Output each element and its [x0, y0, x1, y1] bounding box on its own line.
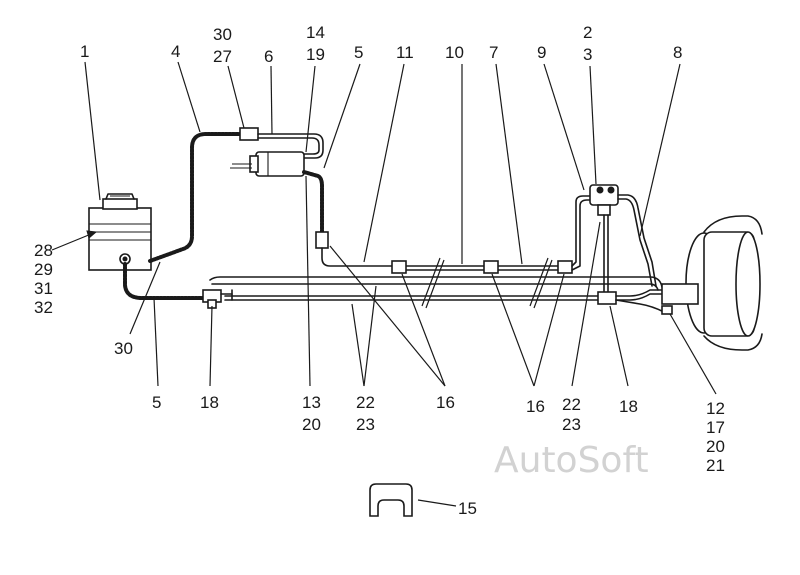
label-18-right: 18 — [619, 397, 638, 416]
label-3: 3 — [583, 45, 592, 64]
hose-4 — [148, 132, 242, 263]
label-28: 28 — [34, 241, 53, 260]
label-5-top: 5 — [354, 43, 363, 62]
master-cylinder — [230, 151, 305, 177]
label-1: 1 — [80, 42, 89, 61]
clip-16-b — [483, 260, 499, 274]
pressure-regulator — [571, 184, 657, 297]
label-21: 21 — [706, 456, 725, 475]
label-23-left: 23 — [356, 415, 375, 434]
tee-18-right — [597, 289, 665, 313]
label-15: 15 — [458, 499, 477, 518]
label-31: 31 — [34, 279, 53, 298]
label-8: 8 — [673, 43, 682, 62]
label-12: 12 — [706, 399, 725, 418]
label-18-left: 18 — [200, 393, 219, 412]
clip-16-c — [557, 260, 573, 274]
label-9: 9 — [537, 43, 546, 62]
label-5-bottom: 5 — [152, 393, 161, 412]
label-32: 32 — [34, 298, 53, 317]
label-22-right: 22 — [562, 395, 581, 414]
label-27: 27 — [213, 47, 232, 66]
label-6: 6 — [264, 47, 273, 66]
part-15-clip — [369, 483, 413, 517]
fitting-30-27 — [239, 127, 259, 141]
label-17: 17 — [706, 418, 725, 437]
reservoir — [88, 193, 152, 271]
label-20-left: 20 — [302, 415, 321, 434]
label-22-left: 22 — [356, 393, 375, 412]
hose-5-lower — [123, 262, 207, 300]
label-29: 29 — [34, 260, 53, 279]
part-labels: 1 4 30 27 6 14 19 5 11 10 7 9 2 3 8 28 2… — [34, 23, 725, 518]
label-11: 11 — [396, 43, 414, 62]
label-30-bottom: 30 — [114, 339, 133, 358]
label-23-right: 23 — [562, 415, 581, 434]
leader-lines — [51, 61, 717, 507]
clip-16-a — [391, 260, 407, 274]
label-14: 14 — [306, 23, 325, 42]
label-16-right: 16 — [526, 397, 545, 416]
tee-18-left — [202, 289, 233, 309]
label-16-left: 16 — [436, 393, 455, 412]
label-4: 4 — [171, 42, 180, 61]
label-2: 2 — [583, 23, 592, 42]
label-30-top: 30 — [213, 25, 232, 44]
label-10: 10 — [445, 43, 464, 62]
label-7: 7 — [489, 43, 498, 62]
label-20-right: 20 — [706, 437, 725, 456]
hose-5-upper — [302, 170, 324, 234]
label-13: 13 — [302, 393, 321, 412]
brake-drum — [661, 215, 763, 351]
label-19: 19 — [306, 45, 325, 64]
watermark: AutoSoft — [494, 440, 649, 481]
pipe-6 — [257, 133, 324, 159]
